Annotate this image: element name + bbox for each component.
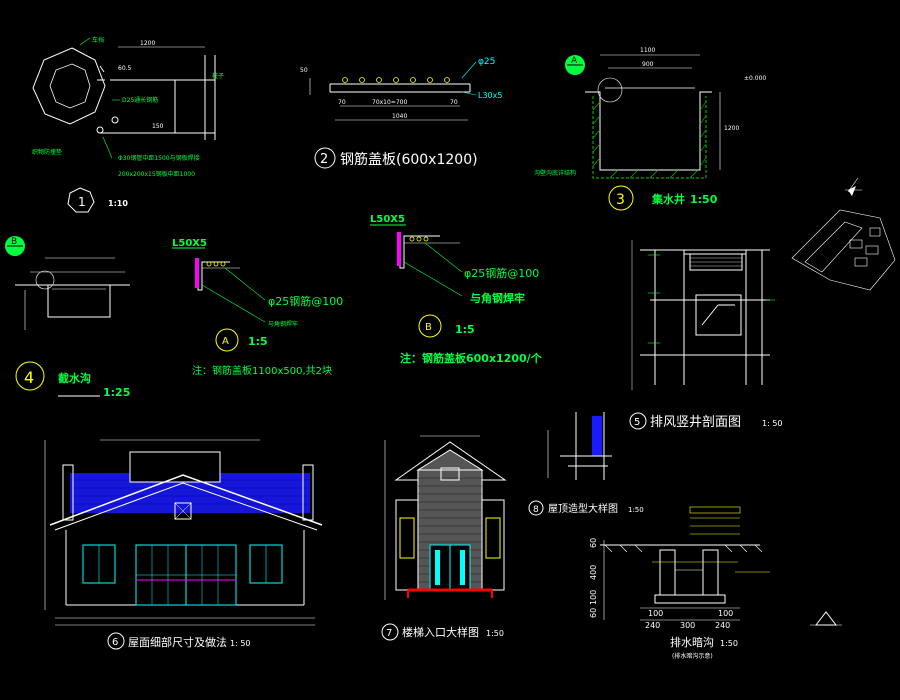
d1-dim-v: 150 [152, 123, 164, 130]
drain-dim-left-2: 100 [589, 590, 598, 605]
d4-title: 截水沟 [58, 371, 91, 385]
d4-callout: B [11, 237, 17, 247]
d1-number: 1 [78, 195, 86, 209]
da-label: A [222, 336, 229, 347]
drain-dim-left-3: 60 [589, 608, 598, 618]
d4-number: 4 [24, 368, 34, 387]
d3-dim-top: 1100 [640, 47, 655, 54]
d1-label-top: 车挡 [92, 36, 104, 44]
da-angle: L50X5 [172, 238, 207, 249]
d2-title: 钢筋盖板(600x1200) [340, 151, 478, 168]
d3-callout: A [571, 56, 578, 66]
detail-b-angle-weld: L50X5 φ25钢筋@100 与角钢焊牢 B 1:5 注：钢筋盖板600x12… [370, 214, 543, 365]
d3-number: 3 [616, 192, 625, 208]
d3-scale: 1:50 [690, 193, 718, 206]
d8-number: 8 [533, 505, 539, 515]
d3-note: 沟壁沟底详结构 [534, 169, 576, 177]
detail-6-roof-elevation: 6 屋面细部尺寸及做法 1: 50 [44, 439, 323, 650]
db-weld: 与角钢焊牢 [470, 291, 525, 305]
detail-1-wheel-stop: 1200 60.5 150 车挡 D25通长钢筋 柱子 织物防撞垫 Φ30钢管中… [32, 36, 224, 213]
d1-note1: Φ30钢管中距1500与钢板焊接 [118, 154, 200, 162]
d2-dim-h: 50 [300, 67, 308, 74]
d4-scale: 1:25 [103, 386, 130, 399]
d6-scale: 1: 50 [230, 639, 251, 648]
detail-drain-ditch: 60 400 100 60 100 100 240 300 240 排水暗沟 1… [589, 506, 842, 660]
d8-scale: 1:50 [628, 506, 644, 514]
db-scale: 1:5 [455, 323, 475, 336]
d2-dim-left: 70 [338, 99, 346, 106]
db-bar: φ25钢筋@100 [464, 266, 539, 280]
d3-dim-inner: 900 [642, 61, 654, 68]
d5-scale: 1: 50 [762, 419, 783, 428]
d2-dim-right: 70 [450, 99, 458, 106]
d1-label-bar: D25通长钢筋 [122, 96, 158, 104]
d2-dim-total: 1040 [392, 113, 407, 120]
drain-scale: 1:50 [720, 639, 738, 648]
d5-number: 5 [634, 417, 640, 428]
d1-dim-top: 1200 [140, 40, 155, 47]
d1-dim-small: 60.5 [118, 65, 132, 72]
d5-title: 排风竖井剖面图 [650, 415, 741, 430]
db-label: B [425, 322, 432, 333]
detail-4-intercepting-ditch: B 4 截水沟 1:25 [5, 236, 130, 399]
d1-scale: 1:10 [108, 199, 128, 208]
drain-dim-b2-0: 240 [645, 621, 660, 630]
d1-note2: 200x200x15钢板中距1000 [118, 170, 195, 178]
d8-title: 屋顶造型大样图 [548, 502, 618, 515]
d3-dim-h: 1200 [724, 125, 739, 132]
detail-a-angle-weld: L50X5 φ25钢筋@100 与角钢焊牢 A 1:5 注：钢筋盖板1100x5… [172, 238, 343, 377]
drain-sub: (排水暗沟示意) [672, 652, 713, 660]
da-scale: 1:5 [248, 335, 268, 348]
drain-dim-b1-1: 100 [718, 609, 733, 618]
detail-8-roof-feature: 8 屋顶造型大样图 1:50 [528, 412, 644, 516]
da-note: 注：钢筋盖板1100x500,共2块 [192, 364, 332, 377]
drain-dim-b2-2: 240 [715, 621, 730, 630]
d6-number: 6 [112, 637, 118, 648]
d1-label-left: 织物防撞垫 [32, 148, 62, 156]
db-angle: L50X5 [370, 214, 405, 225]
d2-callout-bar: φ25 [478, 57, 495, 67]
drain-dim-b2-1: 300 [680, 621, 695, 630]
da-bar: φ25钢筋@100 [268, 294, 343, 308]
detail-3-sump-pit: 1100 900 1200 ±0.000 A 沟壁沟底详结构 3 集水井 1:5… [534, 47, 766, 211]
d3-title: 集水井 [651, 192, 685, 206]
drain-dim-left-0: 60 [589, 538, 598, 548]
d3-level: ±0.000 [744, 75, 766, 82]
d2-dim-mid: 70x10=700 [372, 99, 407, 106]
d7-scale: 1:50 [486, 629, 504, 638]
drain-dim-b1-0: 100 [648, 609, 663, 618]
d2-number: 2 [320, 152, 328, 167]
db-note: 注：钢筋盖板600x1200/个 [400, 351, 543, 365]
d2-callout-angle: L30x5 [478, 91, 502, 100]
detail-5-exhaust-shaft: 5 排风竖井剖面图 1: 50 [629, 240, 783, 430]
north-arrow-icon [848, 186, 856, 196]
d1-label-right: 柱子 [212, 72, 224, 80]
d6-title: 屋面细部尺寸及做法 [128, 635, 227, 649]
site-plan-key [791, 177, 896, 291]
drain-dim-left-1: 400 [589, 565, 598, 580]
drain-title: 排水暗沟 [670, 635, 714, 649]
d7-title: 楼梯入口大样图 [402, 625, 479, 639]
d7-number: 7 [386, 628, 392, 639]
detail-7-stair-entrance: 7 楼梯入口大样图 1:50 [381, 435, 507, 641]
detail-2-rebar-cover-plate: 50 70x10=700 70 70 1040 φ25 L30x5 2 钢筋盖板… [300, 57, 502, 169]
da-weld: 与角钢焊牢 [268, 320, 298, 328]
